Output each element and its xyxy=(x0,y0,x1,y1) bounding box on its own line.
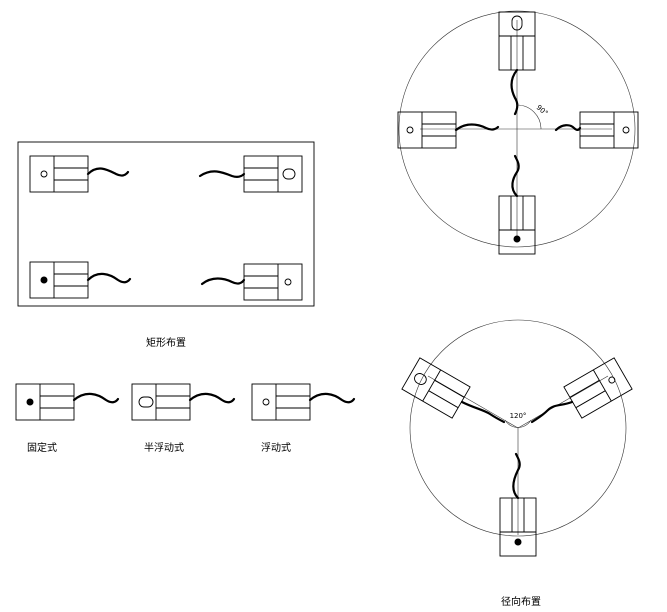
cable-icon xyxy=(198,170,246,178)
hole-icon xyxy=(262,398,270,406)
fixed-mount-example: 固定式 xyxy=(15,383,120,454)
floating-mount-label: 浮动式 xyxy=(261,441,291,454)
rectangular-layout: 矩形布置 xyxy=(17,141,315,349)
cable-icon xyxy=(554,124,582,132)
cable-icon xyxy=(460,400,506,424)
cable-icon xyxy=(511,154,520,198)
angle-arc xyxy=(516,104,542,130)
cable-icon xyxy=(86,272,132,284)
radial-four-point-layout: 90° xyxy=(397,10,639,255)
cable-icon xyxy=(200,277,246,286)
fixed-dot-icon xyxy=(514,538,522,546)
fixed-dot-icon xyxy=(513,235,521,243)
load-cell-bottom xyxy=(498,154,536,255)
semi-floating-mount-label: 半浮动式 xyxy=(144,441,184,454)
slot-icon xyxy=(414,373,427,385)
cable-icon xyxy=(86,167,130,177)
cable-icon xyxy=(454,123,500,132)
cable-icon xyxy=(72,392,120,404)
load-cell-bottom xyxy=(499,452,537,557)
floating-mount-example: 浮动式 xyxy=(251,383,356,454)
radial-three-point-layout: 120° xyxy=(401,319,633,557)
angle-label-120: 120° xyxy=(510,412,527,420)
load-cell-top xyxy=(498,11,536,116)
cable-icon xyxy=(512,452,521,500)
load-cell-top-left xyxy=(29,155,130,193)
load-cell-top-right xyxy=(198,155,303,193)
cable-icon xyxy=(510,68,519,116)
load-cell-upper-right xyxy=(563,357,633,419)
hole-icon xyxy=(608,376,616,384)
round-platform-outline xyxy=(409,319,627,537)
semi-floating-mount-example: 半浮动式 xyxy=(131,383,236,454)
slot-icon xyxy=(282,168,296,180)
load-cell-left xyxy=(397,111,500,149)
load-cell-upper-left xyxy=(401,357,471,419)
radial-layout-caption: 径向布置 xyxy=(501,595,541,608)
cable-icon xyxy=(188,392,236,404)
round-platform-outline xyxy=(398,10,636,248)
hole-icon xyxy=(622,126,630,134)
load-cell-right xyxy=(554,111,639,149)
mount-types-legend: 固定式 半浮动式 浮动式 xyxy=(15,383,356,454)
cable-icon xyxy=(530,400,574,424)
angle-arc xyxy=(504,419,532,428)
fixed-dot-icon xyxy=(40,276,48,284)
cable-icon xyxy=(308,392,356,404)
hole-icon xyxy=(40,170,48,178)
platform-outline xyxy=(17,141,315,307)
rectangular-layout-caption: 矩形布置 xyxy=(146,336,186,349)
slot-icon xyxy=(138,396,154,408)
load-cell-bottom-left xyxy=(29,261,132,299)
hole-icon xyxy=(406,126,414,134)
fixed-mount-label: 固定式 xyxy=(27,441,57,454)
hole-icon xyxy=(284,278,292,286)
load-cell-bottom-right xyxy=(200,263,303,301)
fixed-dot-icon xyxy=(26,398,34,406)
slot-icon xyxy=(511,15,523,31)
